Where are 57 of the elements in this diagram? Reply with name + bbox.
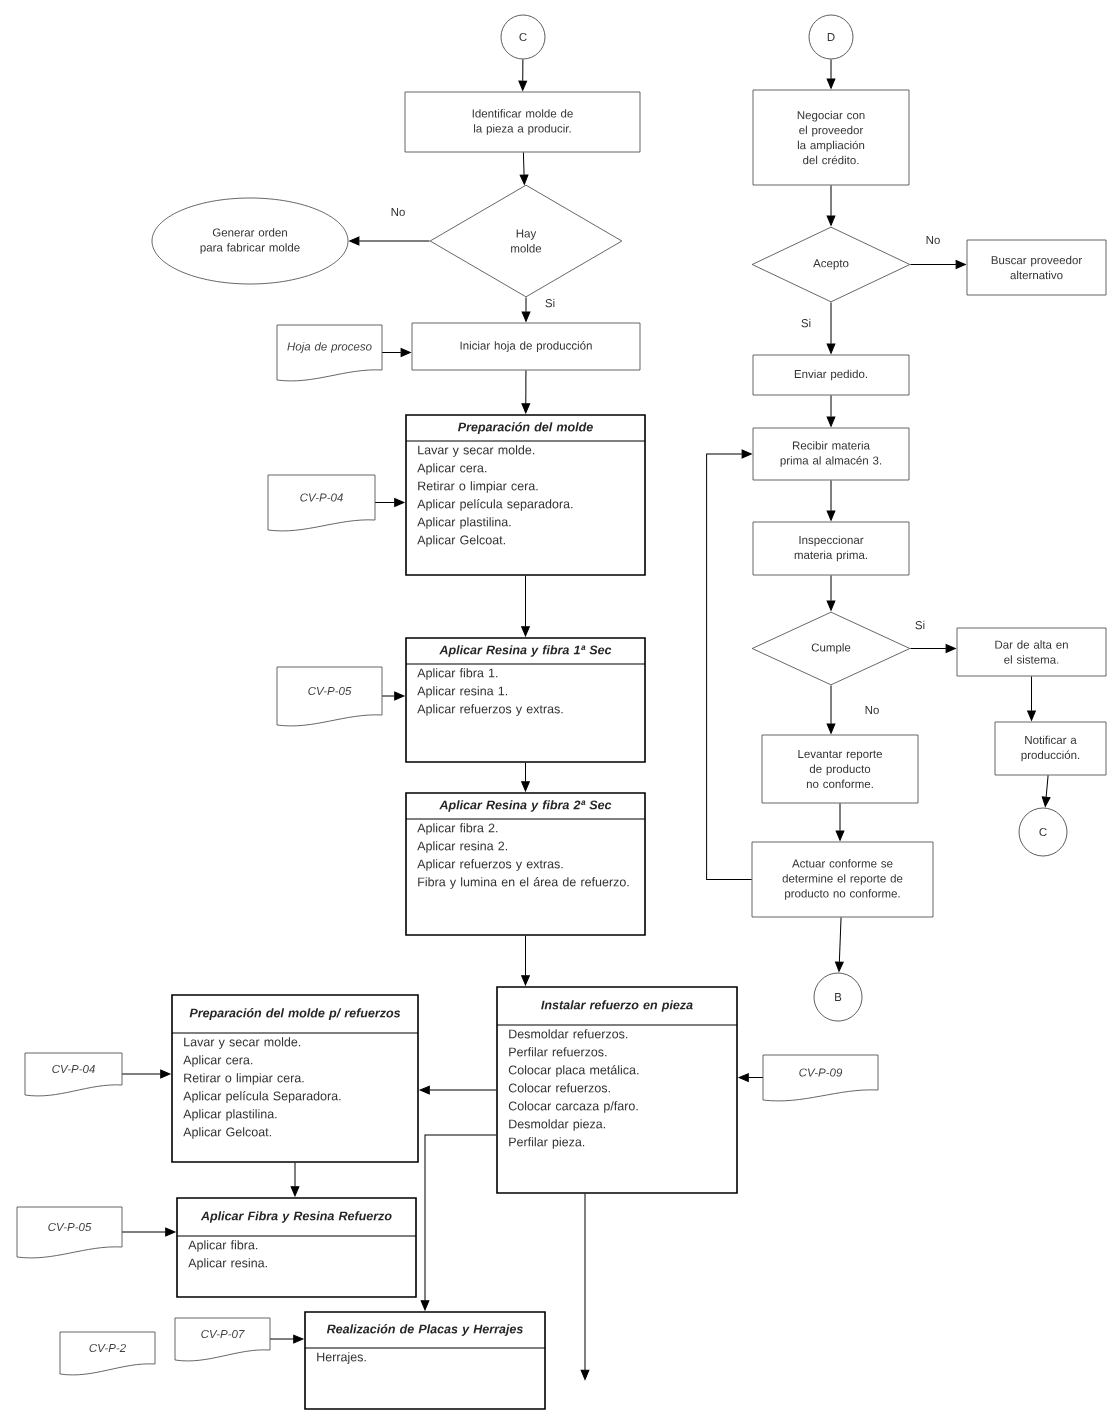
arrow xyxy=(521,296,531,322)
edge-label: Si xyxy=(543,297,557,309)
arrow xyxy=(835,802,845,841)
edge-label: Si xyxy=(799,317,813,329)
process-box: Identificar molde de la pieza a producir. xyxy=(404,91,641,153)
arrow xyxy=(349,236,431,246)
arrow xyxy=(521,575,530,637)
arrow xyxy=(521,762,530,792)
arrow xyxy=(826,301,836,354)
arrow xyxy=(521,369,531,414)
arrow xyxy=(521,935,530,986)
arrow xyxy=(738,1073,764,1082)
arrow xyxy=(826,574,836,611)
activity-panel: Aplicar Fibra y Resina Refuerzo Aplicar fibra. Aplicar resina. xyxy=(176,1197,417,1298)
arrow xyxy=(909,260,966,269)
activity-panel: Realización de Placas y Herrajes Herrajes. xyxy=(304,1311,546,1410)
arrow xyxy=(909,644,956,653)
arrow xyxy=(420,1134,497,1311)
arrow xyxy=(706,449,753,880)
process-box: Dar de alta en el sistema. xyxy=(956,627,1107,677)
process-box: Iniciar hoja de producción xyxy=(411,322,641,371)
process-box: Recibir materia prima al almacén 3. xyxy=(752,427,910,481)
arrow xyxy=(374,498,405,507)
process-box: Enviar pedido. xyxy=(752,354,910,396)
arrow xyxy=(580,1193,590,1380)
arrow xyxy=(269,1334,304,1344)
activity-panel: Aplicar Resina y fibra 1ª Sec Aplicar fibra 1. Aplicar resina 1. Aplicar refuerzos y extras. xyxy=(405,637,646,763)
arrow xyxy=(419,1085,497,1095)
arrow xyxy=(1041,774,1051,807)
process-box: Notificar a producción. xyxy=(994,721,1107,776)
arrow xyxy=(834,916,844,972)
arrow xyxy=(121,1227,176,1237)
process-box: Levantar reporte de producto no conforme. xyxy=(761,734,919,804)
activity-panel: Preparación del molde Lavar y secar molde. Aplicar cera. Retirar o limpiar cera. Aplicar película separadora. Aplicar plastilina. Aplicar Gelcoat. xyxy=(405,414,646,576)
edge-label: No xyxy=(389,207,407,217)
arrow xyxy=(826,184,836,226)
arrow xyxy=(826,394,836,427)
process-box: Negociar con el proveedor la ampliación del crédito. xyxy=(752,89,910,186)
edge-label: No xyxy=(863,705,881,715)
arrow xyxy=(381,348,411,357)
arrow xyxy=(826,479,836,521)
edge-label: Si xyxy=(913,619,927,631)
arrow xyxy=(519,151,529,185)
activity-panel: Preparación del molde p/ refuerzos Lavar y secar molde. Aplicar cera. Retirar o limpiar cera. Aplicar película Separadora. Aplicar plastilina. Aplicar Gelcoat. xyxy=(171,994,419,1163)
arrow xyxy=(1027,675,1036,721)
activity-panel: Aplicar Resina y fibra 2ª Sec Aplicar fibra 2. Aplicar resina 2. Aplicar refuerzos y extras. Fibra y lumina en el área de refuerzo. xyxy=(405,792,646,936)
activity-panel: Instalar refuerzo en pieza Desmoldar refuerzos. Perfilar refuerzos. Colocar placa metálica. Colocar refuerzos. Colocar carcaza p/faro. Desmoldar pieza. Perfilar pieza. xyxy=(496,986,738,1194)
arrow xyxy=(518,58,528,91)
process-box: Buscar proveedor alternativo xyxy=(966,239,1107,296)
arrow xyxy=(826,684,836,734)
arrow xyxy=(121,1069,171,1079)
arrow xyxy=(381,691,405,701)
process-box: Inspeccionar materia prima. xyxy=(752,521,910,576)
edge-label: No xyxy=(924,235,942,245)
arrow xyxy=(290,1162,300,1197)
arrow xyxy=(826,58,836,89)
process-box: Actuar conforme se determine el reporte de producto no conforme. xyxy=(751,841,934,918)
